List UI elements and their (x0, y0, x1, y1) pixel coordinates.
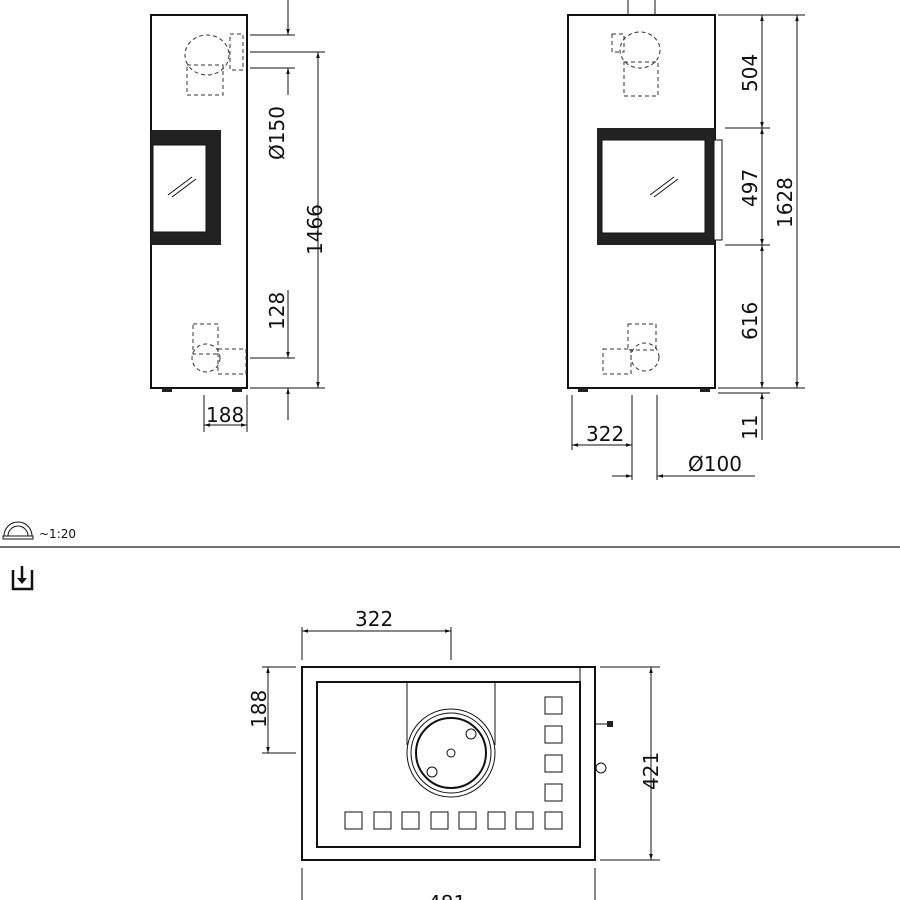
dim-air-inlet-offset: 188 (206, 403, 244, 427)
front-elevation: 504 497 616 11 1628 322 Ø100 (567, 0, 805, 480)
flue-outlet-dashed (611, 31, 661, 97)
dim-flue-y: 188 (247, 690, 271, 728)
dim-depth: 421 (639, 752, 663, 790)
dim-total-height: 1628 (773, 177, 797, 228)
dim-window-height: 497 (738, 169, 762, 207)
dim-flue-x: 322 (355, 607, 393, 631)
dim-flue-diameter: Ø150 (265, 106, 289, 160)
air-inlet-dashed (602, 323, 660, 375)
side-elevation: Ø150 1466 128 188 (150, 0, 327, 432)
glass-reflection-icon (167, 176, 197, 198)
dim-inlet-diameter: Ø100 (688, 452, 742, 476)
air-inlet-dashed (191, 323, 247, 375)
dim-air-inlet-height: 128 (265, 292, 289, 330)
protractor-icon (2, 521, 34, 540)
firebox-outline (316, 681, 581, 848)
flue-outlet-dashed (184, 33, 244, 96)
door-handle (713, 139, 723, 241)
dim-width: 481 (428, 891, 466, 900)
download-icon[interactable] (11, 566, 34, 591)
scale-label: ~1:20 (39, 527, 76, 541)
dim-inlet-offset: 322 (586, 422, 624, 446)
dim-lower-section: 616 (738, 302, 762, 340)
firebrick-squares (344, 696, 563, 830)
stove-outline-top (301, 666, 596, 861)
dim-feet: 11 (738, 415, 762, 440)
scale-indicator: ~1:20 (2, 521, 76, 541)
dim-height-to-flue: 1466 (303, 204, 327, 255)
dim-top-section: 504 (738, 54, 762, 92)
window-glass (152, 144, 207, 233)
plan-view: 322 188 421 481 (247, 607, 663, 900)
